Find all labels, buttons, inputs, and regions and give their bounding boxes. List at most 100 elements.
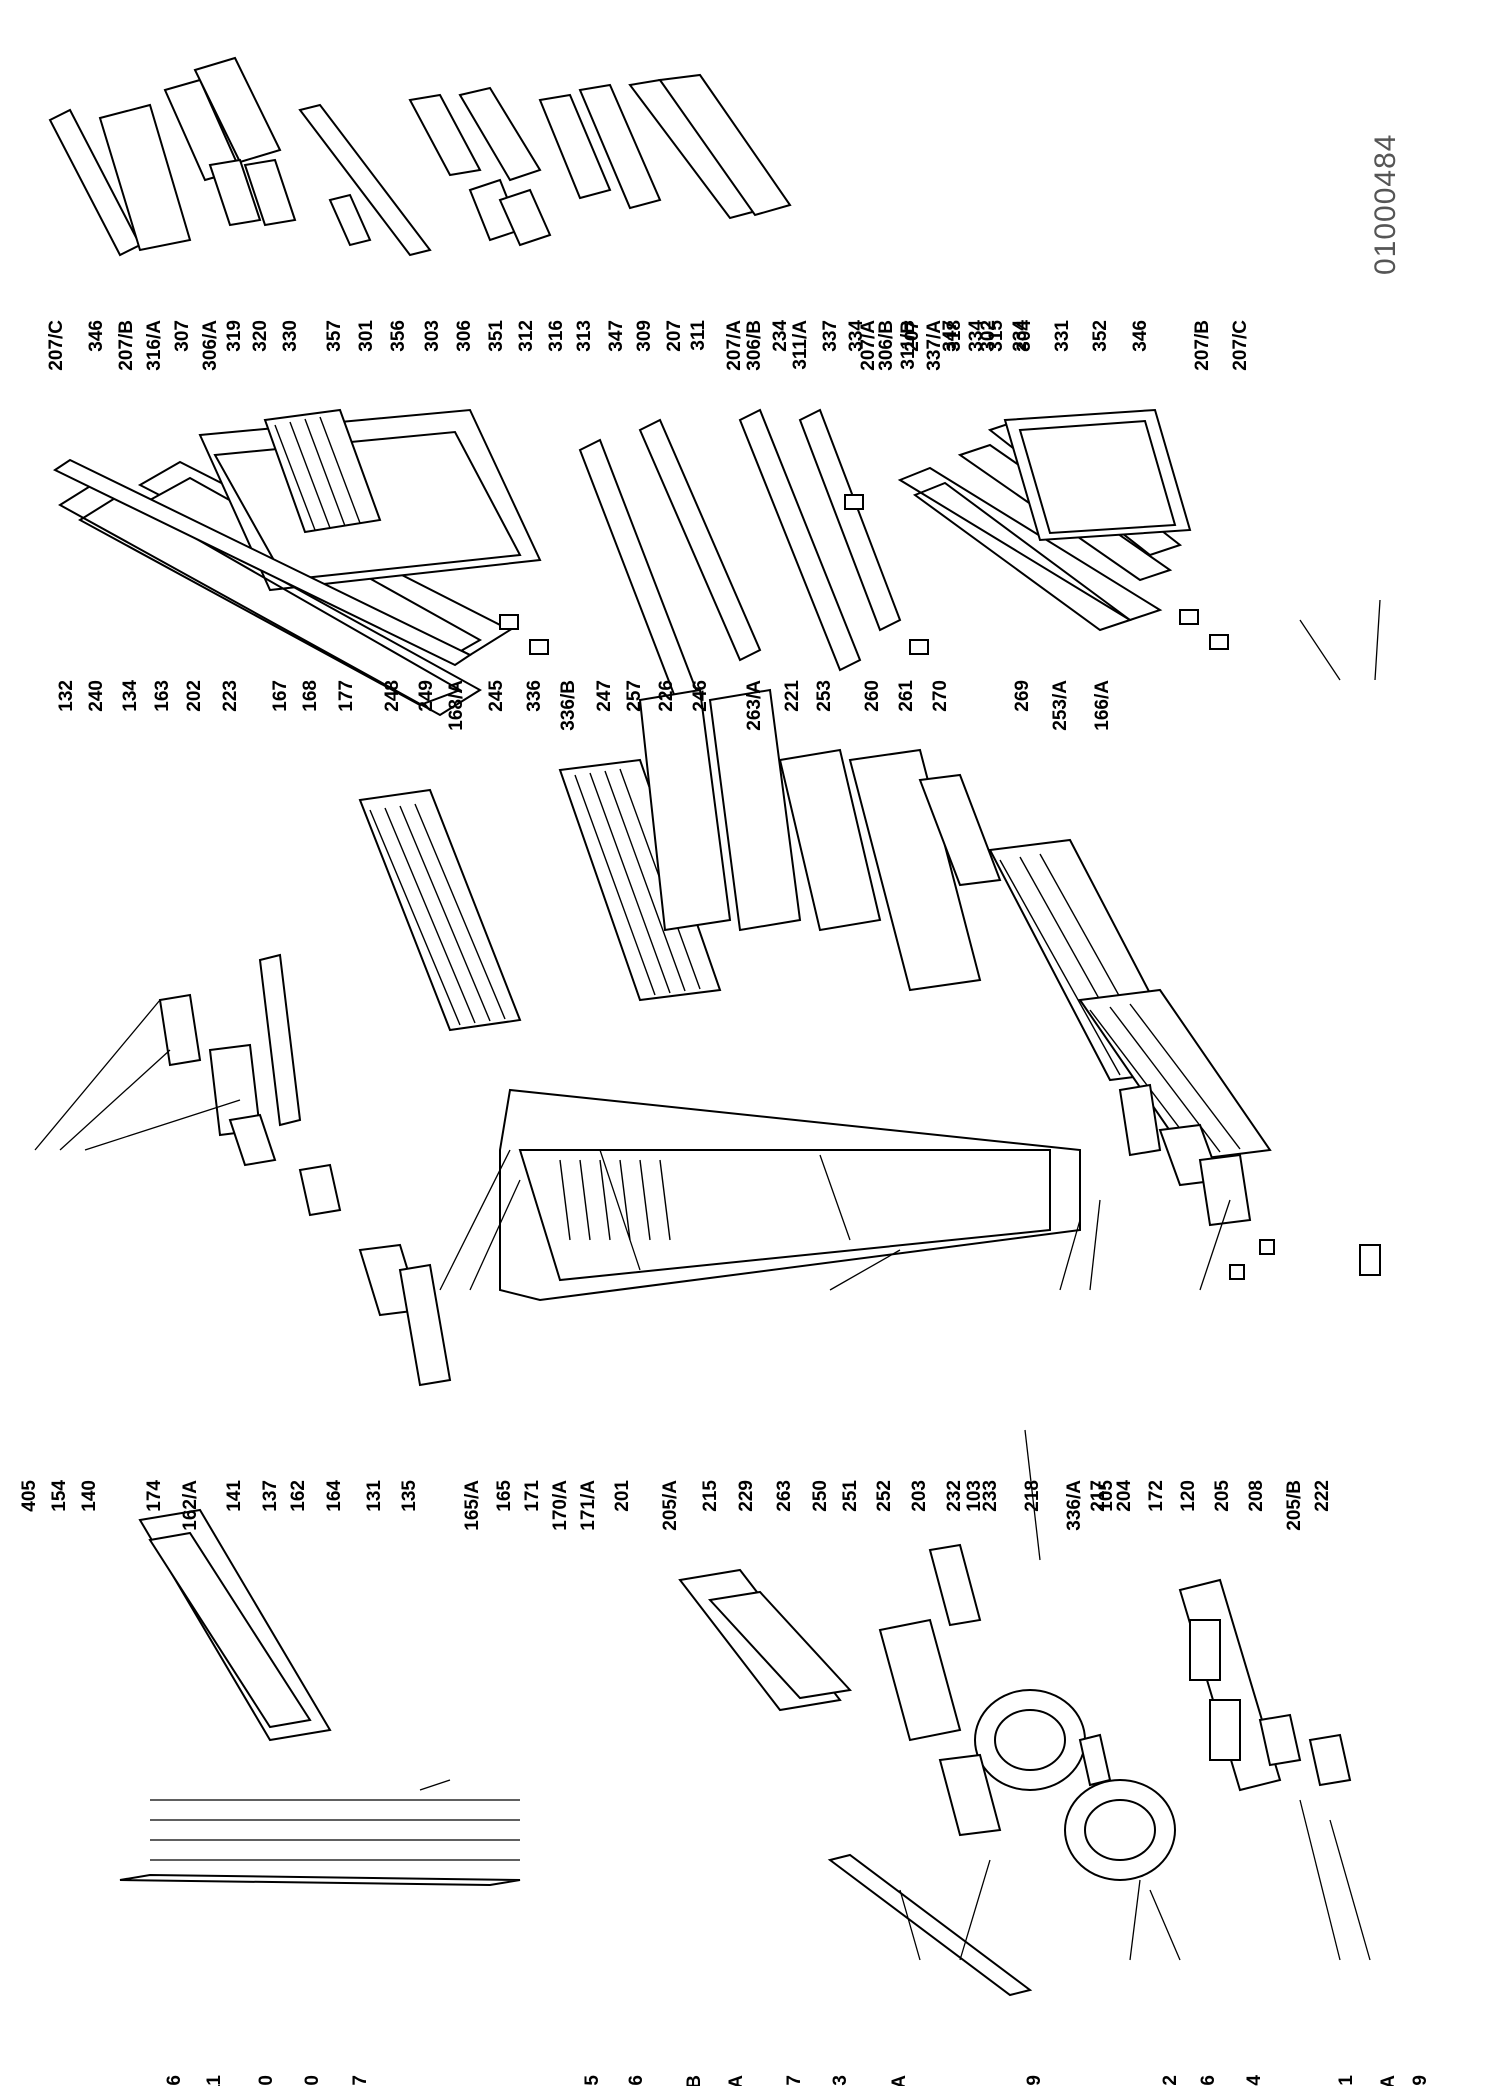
part-label: 306 bbox=[454, 320, 475, 352]
part-label: 336/B bbox=[558, 680, 579, 731]
part-label: 347 bbox=[606, 320, 627, 352]
part-label: 311/B bbox=[898, 320, 919, 370]
part-label: 303 bbox=[422, 320, 443, 352]
part-label: 251 bbox=[840, 1480, 861, 1512]
part-label: 168/A bbox=[446, 680, 467, 731]
part-label: 257/B bbox=[684, 2075, 705, 2086]
part-label: 218 bbox=[1022, 1480, 1043, 1512]
part-label: 356 bbox=[388, 320, 409, 352]
part-label: 301 bbox=[356, 320, 377, 352]
compressor-101 bbox=[974, 1689, 1086, 1791]
part-label: 204 bbox=[1114, 1480, 1135, 1512]
part-label: 115 bbox=[582, 2075, 603, 2086]
part-label: 252 bbox=[874, 1480, 895, 1512]
part-label: 166 bbox=[164, 2075, 185, 2086]
part-label: 334 bbox=[966, 320, 987, 352]
part-label: 306/B bbox=[744, 320, 765, 371]
part-label: 316/A bbox=[144, 320, 165, 371]
part-label: 207/A bbox=[858, 320, 879, 371]
part-label: 337/A bbox=[924, 320, 945, 371]
part-label: 117 bbox=[350, 2075, 371, 2086]
part-label: 165/A bbox=[462, 1480, 483, 1531]
part-label: 207/B bbox=[116, 320, 137, 371]
part-label: 215 bbox=[700, 1480, 721, 1512]
part-label: 173 bbox=[830, 2075, 851, 2086]
part-label: 106 bbox=[1198, 2075, 1219, 2086]
part-label: 253 bbox=[814, 680, 835, 712]
door-parts-group bbox=[48, 56, 1229, 717]
part-label: 260 bbox=[862, 680, 883, 712]
labels-compressor-row: 166111170210117115116257/B247/A257173120… bbox=[164, 2075, 1431, 2086]
labels-misc: 103 105 bbox=[964, 1480, 1117, 1512]
part-label: 169 bbox=[1024, 2075, 1045, 2086]
part-label: 105 bbox=[1096, 1480, 1117, 1512]
part-label: 170/A bbox=[550, 1480, 571, 1531]
part-label: 203 bbox=[909, 1480, 930, 1512]
part-label: 219/A bbox=[1378, 2075, 1399, 2086]
part-label: 165 bbox=[494, 1480, 515, 1512]
part-label: 247 bbox=[594, 680, 615, 712]
part-label: 111 bbox=[204, 2075, 225, 2086]
part-label: 247/A bbox=[726, 2075, 747, 2086]
part-label: 221 bbox=[782, 680, 803, 712]
part-label: 233 bbox=[980, 1480, 1001, 1512]
part-label: 304 bbox=[1014, 320, 1035, 352]
leader-lines bbox=[34, 599, 1381, 1961]
part-label: 208 bbox=[1246, 1480, 1267, 1512]
part-label: 248 bbox=[382, 680, 403, 712]
part-label: 336/A bbox=[1064, 1480, 1085, 1531]
part-label: 346 bbox=[86, 320, 107, 352]
part-label: 346 bbox=[1130, 320, 1151, 352]
part-label: 270 bbox=[930, 680, 951, 712]
document-id: 01000484 bbox=[1369, 134, 1402, 275]
part-label: 302 bbox=[978, 320, 999, 352]
part-label: 320 bbox=[250, 320, 271, 352]
part-label: 162/A bbox=[180, 1480, 201, 1531]
part-label: 319 bbox=[224, 320, 245, 352]
compressor-group bbox=[119, 1508, 1352, 1997]
condenser-coil bbox=[119, 1799, 521, 1887]
part-label: 207 bbox=[902, 320, 923, 352]
part-label: 163 bbox=[152, 680, 173, 712]
part-label: 205/B bbox=[1284, 1480, 1305, 1531]
part-label: 309 bbox=[634, 320, 655, 352]
part-label: 352 bbox=[1090, 320, 1111, 352]
part-label: 405 bbox=[19, 1480, 40, 1512]
part-label: 104 bbox=[1244, 2075, 1265, 2086]
part-label: 202 bbox=[184, 680, 205, 712]
part-label: 154 bbox=[49, 1480, 70, 1512]
part-label: 234 bbox=[770, 320, 791, 352]
part-label: 263/A bbox=[744, 680, 765, 731]
cabinet-parts-group bbox=[158, 688, 1381, 1387]
part-label: 101 bbox=[1336, 2075, 1357, 2086]
part-label: 102 bbox=[1160, 2075, 1181, 2086]
part-label: 318 bbox=[944, 320, 965, 352]
part-label: 205 bbox=[1212, 1480, 1233, 1512]
part-label: 135 bbox=[399, 1480, 420, 1512]
part-label: 134 bbox=[120, 680, 141, 712]
part-label: 312 bbox=[516, 320, 537, 352]
part-label: 167 bbox=[270, 680, 291, 712]
door-grid-shelf bbox=[263, 408, 382, 534]
part-label: 103 bbox=[964, 1480, 985, 1512]
part-label: 141 bbox=[224, 1480, 245, 1512]
part-label: 222 bbox=[1312, 1480, 1333, 1512]
part-label: 174 bbox=[144, 1480, 165, 1512]
part-label: 311 bbox=[688, 320, 709, 351]
part-label: 223 bbox=[220, 680, 241, 712]
part-label: 168 bbox=[300, 680, 321, 712]
part-label: 172 bbox=[1146, 1480, 1167, 1512]
part-label: 351 bbox=[486, 320, 507, 352]
part-label: 331 bbox=[1052, 320, 1073, 352]
part-label: 234 bbox=[1010, 320, 1031, 352]
part-label: 131 bbox=[364, 1480, 385, 1512]
part-label: 177 bbox=[336, 680, 357, 712]
part-label: 210 bbox=[302, 2075, 323, 2086]
part-label: 171 bbox=[522, 1480, 543, 1512]
part-label: 307 bbox=[172, 320, 193, 352]
part-label: 261 bbox=[896, 680, 917, 712]
part-label: 330 bbox=[280, 320, 301, 352]
